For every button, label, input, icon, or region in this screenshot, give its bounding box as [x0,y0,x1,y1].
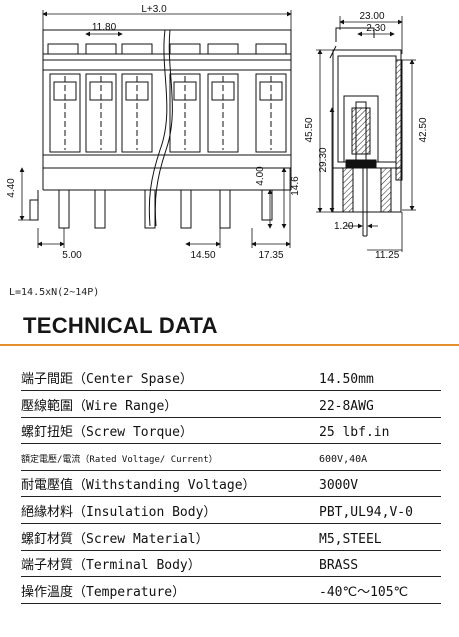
dim-bottom-left: 5.00 [62,250,82,261]
terminal-windows [49,73,287,153]
spec-label: 端子間距（Center Spase） [21,364,319,392]
dim-left-height: 4.40 [6,178,17,198]
spec-row: 絕緣材料（Insulation Body）PBT,UL94,V-0 [21,496,441,525]
front-dimension-labels: L+3.0 11.80 4.40 5.00 14.50 17.35 4.00 1… [6,4,301,261]
spec-value: PBT,UL94,V-0 [319,496,441,525]
dim-side-height: 42.50 [418,117,429,142]
dim-pin-width: 1.20 [334,221,354,232]
page-title: TECHNICAL DATA [23,313,218,338]
spec-label: 耐電壓值（Withstanding Voltage） [21,470,319,498]
spec-value: 22-8AWG [319,390,441,418]
dim-top-length: L+3.0 [141,4,167,15]
spec-value: BRASS [319,550,441,578]
spec-label: 螺釘扭矩（Screw Torque） [21,417,319,445]
pitch-formula: L=14.5xN(2~14P) [9,287,100,298]
spec-row: 操作溫度（Temperature）-40℃～105℃ [21,576,441,604]
spec-value: 600V,40A [319,443,441,471]
side-view [329,27,403,237]
spec-row: 螺釘材質（Screw Material）M5,STEEL [21,523,441,551]
dim-side-top: 2.30 [366,23,386,34]
spec-row: 壓線範圍（Wire Range）22-8AWG [21,390,441,418]
technical-drawing: L+3.0 11.80 4.40 5.00 14.50 17.35 4.00 1… [0,0,459,270]
title-divider [0,344,459,346]
spec-label: 操作溫度（Temperature） [21,576,319,604]
drawing-svg: L+3.0 11.80 4.40 5.00 14.50 17.35 4.00 1… [6,4,429,261]
spec-row: 端子間距（Center Spase）14.50mm [21,364,441,392]
dim-side-width: 23.00 [359,11,384,22]
dim-pin-offset: 11.25 [375,250,400,261]
spec-row: 端子材質（Terminal Body）BRASS [21,550,441,578]
spec-row: 耐電壓值（Withstanding Voltage）3000V [21,470,441,498]
side-dimensions [316,16,416,252]
spec-value: 25 lbf.in [319,417,441,445]
dim-pin-total: 14.6 [290,176,301,196]
spec-row: 額定電壓/電流（Rated Voltage/ Current）600V,40A [21,443,441,471]
spec-label: 螺釘材質（Screw Material） [21,523,319,551]
dim-bottom-right: 17.35 [258,250,283,261]
front-dimensions [18,10,292,248]
front-view [29,29,292,229]
spec-value: 3000V [319,470,441,498]
spec-label: 壓線範圍（Wire Range） [21,390,319,418]
spec-row: 螺釘扭矩（Screw Torque）25 lbf.in [21,417,441,445]
dim-inner-height: 29.30 [318,147,329,172]
front-pins [58,189,273,229]
spec-label: 絕緣材料（Insulation Body） [21,496,319,525]
side-dimension-labels: 23.00 2.30 45.50 29.30 42.50 1.20 11.25 [304,11,429,261]
spec-label: 額定電壓/電流（Rated Voltage/ Current） [21,443,319,471]
dim-overall-height: 45.50 [304,117,315,142]
dim-pitch-top: 11.80 [92,22,117,33]
spec-value: M5,STEEL [319,523,441,551]
spec-label: 端子材質（Terminal Body） [21,550,319,578]
spec-value: 14.50mm [319,364,441,392]
spec-value: -40℃～105℃ [319,576,441,604]
dim-bottom-pitch: 14.50 [190,250,215,261]
dim-pin-height: 4.00 [255,166,266,186]
